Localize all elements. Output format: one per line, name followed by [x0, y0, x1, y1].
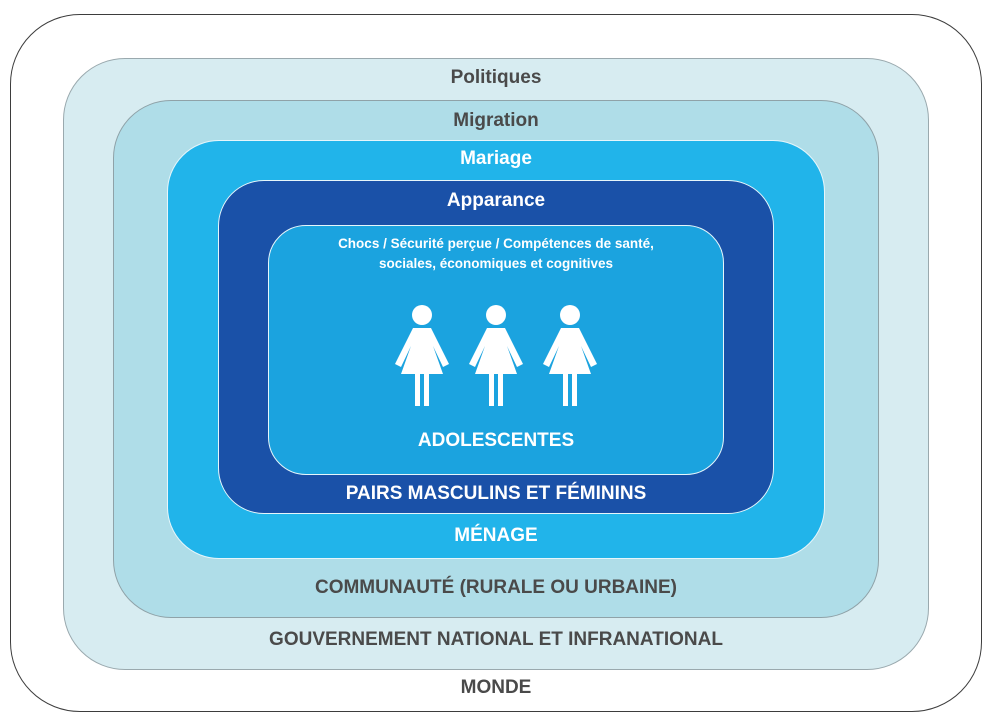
- adolescents-label-line1: Chocs / Sécurité perçue / Compétences de…: [338, 236, 654, 251]
- adolescents-label-line2: sociales, économiques et cognitives: [378, 256, 614, 271]
- layer-community-bottom-label: COMMUNAUTÉ (RURALE OU URBAINE): [314, 577, 678, 598]
- layer-peers-top-label: Apparance: [446, 190, 546, 211]
- layer-world-label: MONDE: [460, 677, 532, 698]
- layer-household-bottom-label: MÉNAGE: [454, 525, 538, 546]
- layer-community-top-label: Migration: [453, 110, 539, 131]
- female-figure-icon: [543, 305, 598, 406]
- female-figure-icon: [394, 305, 449, 406]
- layer-adolescents-bottom-label: ADOLESCENTES: [417, 430, 575, 451]
- layer-government-top-label: Politiques: [450, 67, 542, 88]
- layer-government-bottom-label: GOUVERNEMENT NATIONAL ET INFRANATIONAL: [269, 629, 723, 650]
- figures-group: [269, 304, 723, 414]
- layer-household-top-label: Mariage: [460, 148, 532, 169]
- female-figure-icon: [469, 305, 523, 406]
- layer-peers-bottom-label: PAIRS MASCULINS ET FÉMININS: [345, 483, 647, 504]
- layer-adolescents: Chocs / Sécurité perçue / Compétences de…: [268, 225, 724, 475]
- layer-adolescents-top-label: Chocs / Sécurité perçue / Compétences de…: [269, 234, 723, 274]
